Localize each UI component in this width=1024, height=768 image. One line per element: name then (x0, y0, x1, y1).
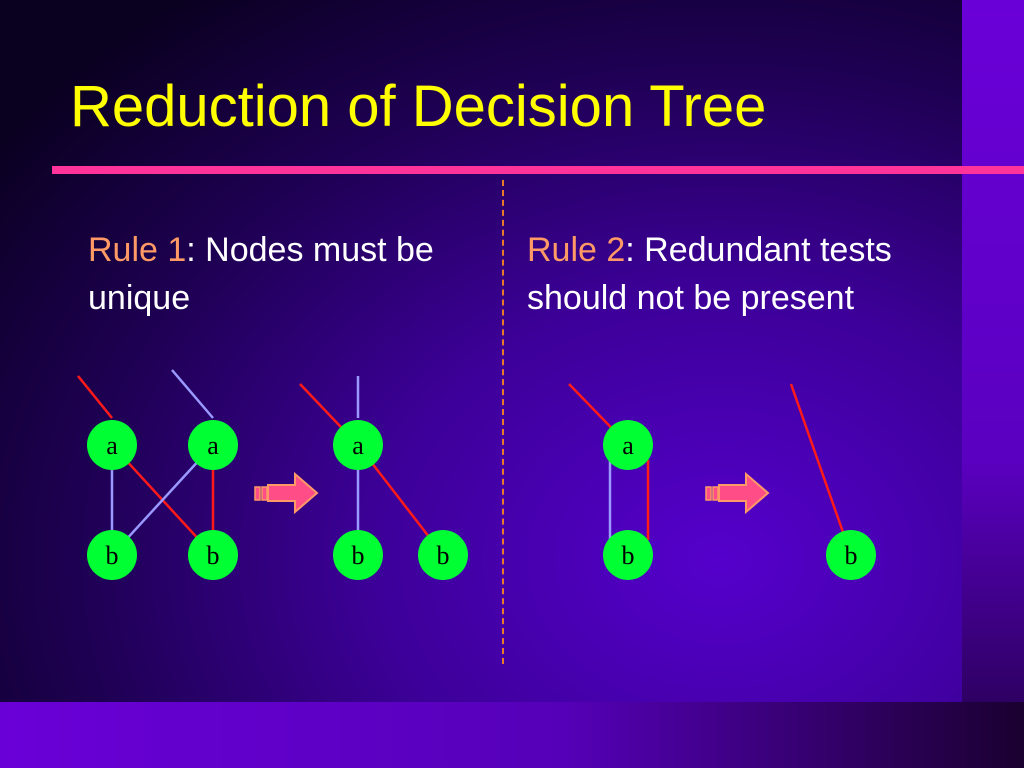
node-a: a (603, 420, 653, 470)
edge-blue-incoming (171, 369, 214, 419)
edge-red-incoming (77, 375, 113, 419)
node-b: b (87, 530, 137, 580)
rule-1-text: Rule 1: Nodes must be unique (88, 226, 468, 322)
node-b: b (826, 530, 876, 580)
rule-2-text: Rule 2: Redundant tests should not be pr… (527, 226, 957, 322)
node-b: b (418, 530, 468, 580)
bottom-accent-bar (0, 702, 1024, 768)
node-a: a (87, 420, 137, 470)
node-label-a: a (352, 431, 364, 460)
node-label-a: a (622, 431, 634, 460)
rule-2-name: Rule 2 (527, 231, 626, 269)
node-label-a: a (207, 431, 219, 460)
node-label-b: b (106, 541, 119, 570)
node-label-a: a (106, 431, 118, 460)
transform-arrow-icon (254, 471, 319, 515)
rule-1-description: : Nodes must be unique (88, 231, 434, 317)
node-label-b: b (207, 541, 220, 570)
title-underline (52, 166, 1024, 174)
node-b: b (603, 530, 653, 580)
node-label-b: b (845, 541, 858, 570)
dashed-divider (502, 180, 504, 664)
node-label-b: b (352, 541, 365, 570)
transform-arrow-icon (705, 471, 770, 515)
node-a: a (188, 420, 238, 470)
node-b: b (333, 530, 383, 580)
edge-red-incoming (789, 383, 853, 556)
node-b: b (188, 530, 238, 580)
slide-title: Reduction of Decision Tree (70, 74, 767, 139)
side-accent-bar (962, 0, 1024, 768)
node-a: a (333, 420, 383, 470)
node-label-b: b (622, 541, 635, 570)
rule-1-name: Rule 1 (88, 231, 187, 269)
rule-2-description: : Redundant tests should not be present (527, 231, 892, 317)
node-label-b: b (437, 541, 450, 570)
